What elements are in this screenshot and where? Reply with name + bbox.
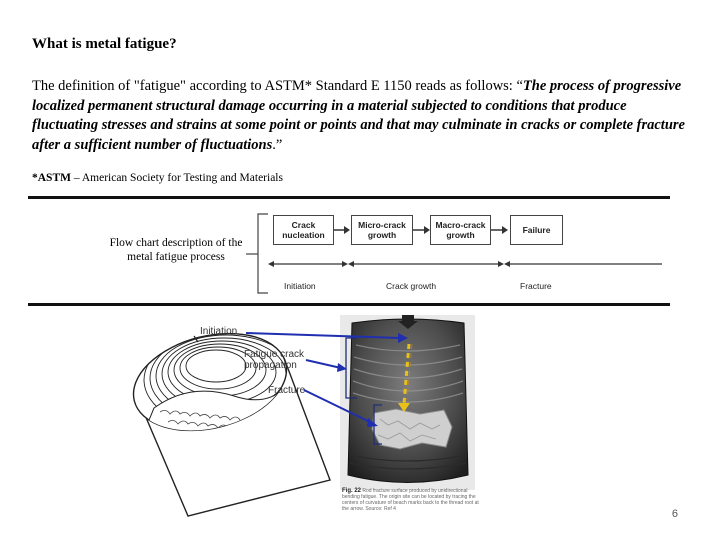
footnote-abbr: *ASTM bbox=[32, 172, 71, 184]
photo-caption: Fig. 22 Rod fracture surface produced by… bbox=[342, 488, 482, 512]
definition-intro: The definition of "fatigue" according to… bbox=[32, 78, 523, 94]
phase-label-fracture: Fracture bbox=[520, 281, 552, 291]
flow-box-micro-crack-growth: Micro-crack growth bbox=[351, 215, 413, 245]
flow-box-macro-crack-growth: Macro-crack growth bbox=[430, 215, 491, 245]
flow-box-failure: Failure bbox=[510, 215, 563, 245]
diagram-label-propagation: Fatigue crack propagation bbox=[244, 349, 305, 371]
flow-box-crack-nucleation: Crack nucleation bbox=[273, 215, 334, 245]
flowchart-caption: Flow chart description of the metal fati… bbox=[109, 237, 243, 263]
definition-end: .” bbox=[272, 136, 283, 153]
page-number: 6 bbox=[671, 508, 678, 520]
photo-fig-label: Fig. 22 bbox=[342, 488, 362, 494]
fatigue-cylinder-diagram bbox=[132, 328, 331, 517]
divider-top bbox=[28, 196, 670, 199]
photo-caption-text: Rod fracture surface produced by unidire… bbox=[342, 488, 479, 512]
definition-paragraph: The definition of "fatigue" according to… bbox=[32, 77, 692, 155]
definition-quote: The process of progressive localized per… bbox=[32, 78, 685, 153]
diagram-label-fracture: Fracture bbox=[268, 385, 306, 396]
page-title: What is metal fatigue? bbox=[32, 36, 177, 52]
phase-label-initiation: Initiation bbox=[284, 281, 316, 291]
footnote: *ASTM – American Society for Testing and… bbox=[32, 172, 283, 184]
footnote-text: – American Society for Testing and Mater… bbox=[70, 172, 283, 184]
divider-bottom bbox=[28, 303, 670, 306]
phase-label-crack-growth: Crack growth bbox=[386, 281, 437, 291]
fracture-surface-photo bbox=[340, 315, 475, 490]
diagram-label-initiation: Initiation bbox=[200, 326, 238, 337]
